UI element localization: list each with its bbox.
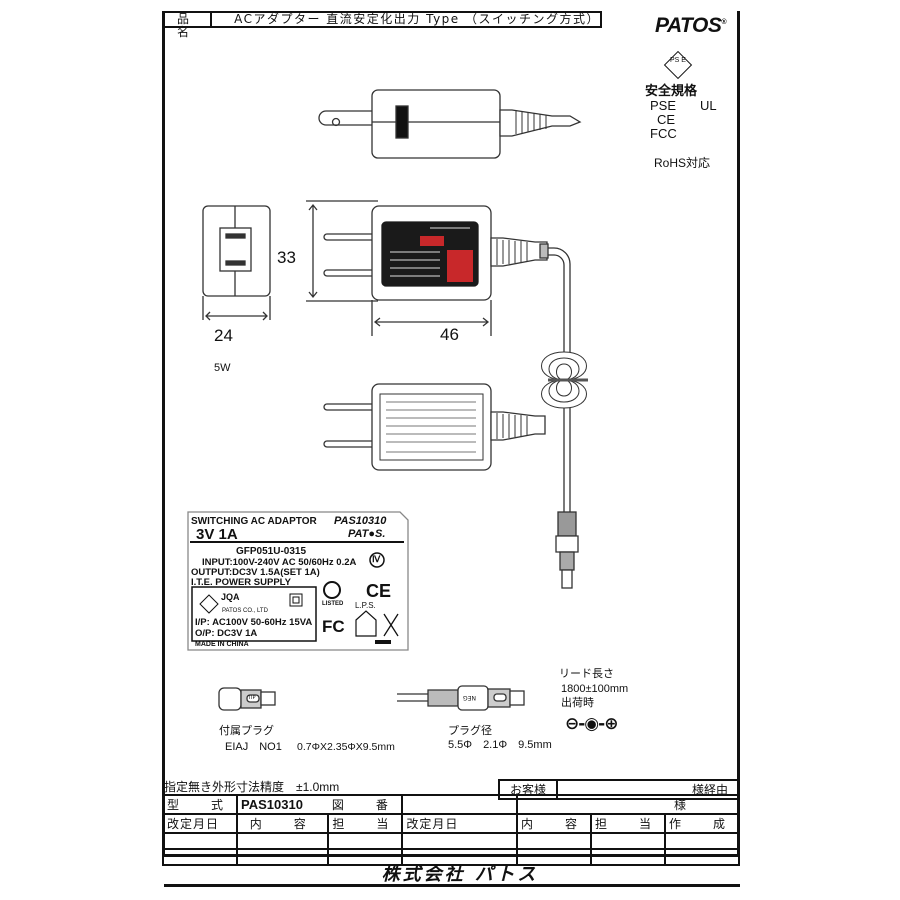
rev-header-content-2: 内 容 bbox=[515, 813, 592, 834]
label-title: SWITCHING AC ADAPTOR bbox=[191, 516, 317, 527]
rev-cell bbox=[663, 832, 741, 850]
label-jqa: JQA bbox=[221, 592, 240, 602]
top-view-drawing bbox=[318, 89, 582, 159]
brand-name: PATOS bbox=[655, 14, 722, 37]
label-ite: I.T.E. POWER SUPPLY bbox=[191, 577, 291, 588]
rating-label-outline bbox=[187, 511, 409, 651]
label-origin: MADE IN CHINA bbox=[195, 641, 249, 648]
rev-header-person-1: 担 当 bbox=[327, 813, 404, 834]
rev-cell bbox=[589, 848, 666, 866]
rev-header-date-2: 改定月日 bbox=[401, 813, 518, 834]
model-label: 型 式 bbox=[161, 794, 239, 815]
lead-length-title: リード長さ bbox=[559, 668, 614, 680]
ce-mark: CE bbox=[366, 581, 392, 601]
rev-cell bbox=[161, 832, 239, 850]
label-brand: PAT●S. bbox=[348, 528, 386, 540]
table-row bbox=[161, 848, 741, 866]
company-name: 株式会社 パトス bbox=[381, 864, 539, 885]
rev-cell bbox=[401, 848, 518, 866]
standard-fcc: FCC bbox=[650, 126, 677, 141]
lps-mark: L.P.S. bbox=[355, 601, 376, 610]
rohs-compliance: RoHS対応 bbox=[654, 156, 711, 170]
plug-diameter-spec: 5.5Φ 2.1Φ 9.5mm bbox=[448, 739, 552, 751]
pse-mark-text: PS E bbox=[670, 57, 686, 64]
rev-cell bbox=[161, 848, 239, 866]
fcc-mark: FC bbox=[322, 617, 345, 636]
rev-cell bbox=[515, 848, 592, 866]
revision-header-row: 改定月日 内 容 担 当 改定月日 内 容 担 当 作 成 bbox=[161, 813, 741, 834]
label-op: O/P: DC3V 1A bbox=[195, 628, 258, 639]
rev-header-author: 作 成 bbox=[663, 813, 741, 834]
safety-title: 安全規格 bbox=[645, 83, 698, 98]
included-plug-name: EIAJ NO1 bbox=[225, 741, 282, 753]
title-block-table: 型 式 PAS10310 図 番 様 改定月日 内 容 担 当 改定月日 内 容… bbox=[161, 794, 741, 866]
back-view-drawing bbox=[323, 383, 546, 471]
end-view-drawing bbox=[202, 205, 271, 321]
polarity-icon: ⊖-◉-⊕ bbox=[565, 714, 618, 734]
footer-rule bbox=[164, 884, 740, 887]
front-view-drawing bbox=[306, 200, 588, 589]
label-part-no: GFP051U-0315 bbox=[236, 546, 307, 557]
product-name-label: 品 名 bbox=[164, 13, 213, 39]
included-plug-dims: 0.7ΦX2.35ΦX9.5mm bbox=[297, 741, 395, 753]
label-ip: I/P: AC100V 50-60Hz 15VA bbox=[195, 617, 313, 628]
neg-label: NEG bbox=[463, 694, 476, 701]
standard-pse: PSE bbox=[650, 98, 677, 113]
rev-cell bbox=[236, 848, 330, 866]
plug-diameter-title: プラグ径 bbox=[448, 725, 492, 737]
label-company: PATOS CO., LTD bbox=[222, 608, 268, 614]
rev-cell bbox=[236, 832, 330, 850]
customer-sama: 様 bbox=[515, 794, 741, 815]
product-name-bar: 品 名 ACアダプター 直流安定化出力 Type （スイッチング方式） bbox=[162, 11, 602, 39]
included-plug-title: 付属プラグ bbox=[219, 725, 274, 737]
rev-cell bbox=[515, 832, 592, 850]
label-model: PAS10310 bbox=[334, 515, 387, 527]
efficiency-mark: Ⅳ bbox=[372, 554, 381, 564]
rev-cell bbox=[327, 832, 404, 850]
rev-cell bbox=[663, 848, 741, 866]
included-plug-drawing bbox=[218, 687, 276, 711]
drawing-no-label: 図 番 bbox=[328, 794, 404, 815]
rev-cell bbox=[589, 832, 666, 850]
label-input: INPUT:100V-240V AC 50/60Hz 0.2A bbox=[202, 557, 357, 568]
dimension-depth: 24 bbox=[214, 326, 233, 345]
dc-plug-drawing bbox=[397, 685, 525, 711]
dimension-height: 33 bbox=[277, 248, 296, 267]
lead-length-value: 1800±100mm bbox=[561, 683, 629, 695]
power-rating: 5W bbox=[214, 362, 231, 374]
standard-ce: CE bbox=[657, 112, 676, 127]
rev-cell bbox=[401, 832, 518, 850]
rev-header-date-1: 改定月日 bbox=[161, 813, 239, 834]
lead-length-note: 出荷時 bbox=[561, 697, 594, 709]
product-name-value: ACアダプター 直流安定化出力 Type （スイッチング方式） bbox=[234, 12, 600, 26]
tolerance-note: 指定無き外形寸法精度 ±1.0mm bbox=[164, 780, 340, 794]
registered-mark: ® bbox=[721, 19, 727, 26]
dimension-width: 46 bbox=[440, 325, 459, 344]
model-value: PAS10310 bbox=[236, 794, 329, 815]
standard-ul: UL bbox=[700, 98, 717, 113]
drawing-no-value bbox=[401, 794, 518, 815]
rev-header-person-2: 担 当 bbox=[589, 813, 666, 834]
listed-mark: LISTED bbox=[322, 601, 344, 607]
label-rating: 3V 1A bbox=[196, 526, 238, 543]
rev-header-content-1: 内 容 bbox=[236, 813, 330, 834]
rev-cell bbox=[327, 848, 404, 866]
label-output: OUTPUT:DC3V 1.5A(SET 1A) bbox=[191, 567, 320, 578]
tip-label: TIP bbox=[248, 695, 256, 701]
model-row: 型 式 PAS10310 図 番 様 bbox=[161, 794, 741, 815]
table-row bbox=[161, 832, 741, 850]
brand-logo: PATOS® bbox=[655, 14, 726, 38]
